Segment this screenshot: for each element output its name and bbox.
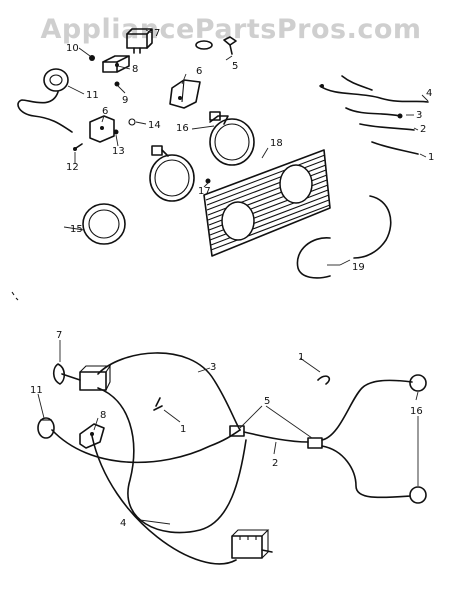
- part-2-wire-lower: [243, 431, 309, 443]
- part-11-lamp-lower: [37, 417, 55, 439]
- lower-leader-lines: [37, 340, 419, 525]
- label-2-upper: 2: [420, 124, 426, 135]
- label-13: 13: [112, 146, 125, 157]
- part-1-wire-upper: [371, 141, 419, 155]
- label-11-lower: 11: [30, 385, 43, 396]
- part-13-nut: [113, 129, 119, 135]
- part-12-screw: [73, 143, 83, 151]
- label-11-upper: 11: [86, 90, 99, 101]
- part-1-jumper-lower: [317, 375, 331, 385]
- part-16-lamps-lower: [321, 374, 427, 504]
- label-1-clip: 1: [180, 424, 186, 435]
- label-4-lower: 4: [120, 518, 126, 529]
- part-14-washer: [128, 118, 136, 126]
- part-6-bracket-left: [89, 115, 115, 143]
- part-8-bracket-lower: [79, 423, 105, 449]
- part-17-screw: [205, 178, 211, 184]
- part-1-clip-lower: [153, 397, 163, 411]
- part-18-grille-panel: [203, 149, 331, 257]
- label-7-upper: 7: [154, 28, 160, 39]
- label-1-upper: 1: [428, 152, 434, 163]
- label-14: 14: [148, 120, 161, 131]
- label-5-upper: 5: [232, 61, 238, 72]
- part-5-connectors-lower: [229, 425, 323, 449]
- label-5-lower: 5: [264, 396, 270, 407]
- stray-mark: [11, 291, 19, 301]
- label-10: 10: [66, 43, 79, 54]
- part-4-wire-upper: [319, 75, 429, 103]
- part-2-wire-upper: [359, 123, 415, 131]
- upper-leader-lines: [63, 29, 429, 266]
- part-4-wire-harness: [91, 387, 247, 565]
- part-7-switch: [126, 28, 153, 54]
- part-10-screw: [89, 55, 95, 61]
- part-6-bracket-right: [169, 79, 201, 109]
- part-3-wire-upper: [345, 107, 403, 119]
- label-16-lower: 16: [410, 406, 423, 417]
- label-3-upper: 3: [416, 110, 422, 121]
- label-7-lower: 7: [56, 330, 62, 341]
- part-16-lamp-left: [149, 145, 195, 202]
- watermark-text: AppliancePartsPros.com: [40, 14, 422, 45]
- label-15: 15: [70, 224, 83, 235]
- label-16-upper: 16: [176, 123, 189, 134]
- label-9: 9: [122, 95, 128, 106]
- part-5-connectors: [195, 36, 237, 55]
- part-9-nut: [114, 81, 120, 87]
- label-18: 18: [270, 138, 283, 149]
- label-1-jumper: 1: [298, 352, 304, 363]
- part-11-indicator-lamp: [17, 68, 73, 133]
- part-15-lamp: [82, 203, 126, 245]
- part-19-retaining-rings: [296, 195, 392, 279]
- label-3-lower: 3: [210, 362, 216, 373]
- label-4-upper: 4: [426, 88, 432, 99]
- part-7-switch-lower: [52, 363, 112, 391]
- relay-connector-bottom: [231, 529, 273, 559]
- label-2-lower: 2: [272, 458, 278, 469]
- part-16-lamp-right: [209, 111, 255, 166]
- label-12: 12: [66, 162, 79, 173]
- part-8-bracket-top: [102, 55, 130, 73]
- label-6-right: 6: [196, 66, 202, 77]
- label-17: 17: [198, 186, 211, 197]
- label-8-lower: 8: [100, 410, 106, 421]
- label-6-left: 6: [102, 106, 108, 117]
- label-8-upper: 8: [132, 64, 138, 75]
- label-19: 19: [352, 262, 365, 273]
